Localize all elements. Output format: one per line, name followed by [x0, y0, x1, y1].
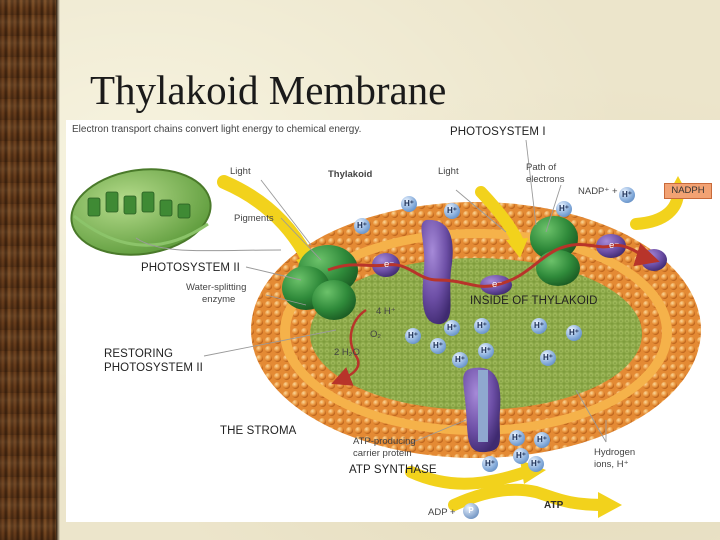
- hydrogen-ion-icon: H⁺: [528, 456, 544, 472]
- hydrogen-ion-icon: H⁺: [482, 456, 498, 472]
- phosphate-icon: P: [463, 503, 479, 519]
- leader-lines: [203, 139, 607, 446]
- label-the-stroma: THE STROMA: [220, 425, 297, 437]
- label-electrons: electrons: [526, 174, 565, 185]
- label-atp: ATP: [544, 500, 564, 511]
- label-ions-h-plus: ions, H⁺: [594, 459, 629, 470]
- slide-title: Thylakoid Membrane: [90, 67, 447, 113]
- label-hydrogen: Hydrogen: [594, 447, 636, 458]
- label-atp-synthase: ATP SYNTHASE: [349, 464, 437, 476]
- label-carrier-protein: carrier protein: [353, 448, 412, 459]
- label-light-left: Light: [230, 166, 251, 177]
- hydrogen-ion-icon: H⁺: [556, 201, 572, 217]
- hydrogen-ion-icon: H⁺: [452, 352, 468, 368]
- label-pigments: Pigments: [234, 213, 274, 224]
- label-path-of: Path of: [526, 162, 557, 173]
- hydrogen-ion-icon: H⁺: [619, 187, 635, 203]
- label-enzyme: enzyme: [202, 294, 236, 305]
- label-restoring: RESTORING: [104, 348, 174, 360]
- hydrogen-ion-icon: H⁺: [444, 203, 460, 219]
- hydrogen-ion-icon: H⁺: [566, 325, 582, 341]
- electron-marker: e⁻: [384, 259, 395, 270]
- hydrogen-ion-icon: H⁺: [531, 318, 547, 334]
- hydrogen-ion-icon: H⁺: [354, 218, 370, 234]
- hydrogen-ion-icon: H⁺: [474, 318, 490, 334]
- chloroplast-illustration: [70, 168, 282, 256]
- hydrogen-ion-icon: H⁺: [444, 320, 460, 336]
- hydrogen-ion-icon: H⁺: [405, 328, 421, 344]
- label-nadp-plus: NADP⁺ +: [578, 186, 618, 197]
- hydrogen-ion-icon: H⁺: [540, 350, 556, 366]
- label-water-splitting: Water-splitting: [186, 282, 247, 293]
- label-4-h-plus: 4 H⁺: [376, 306, 396, 317]
- wood-border-shadow: [56, 0, 60, 540]
- hydrogen-ion-icon: H⁺: [509, 430, 525, 446]
- electron-path: [327, 243, 660, 386]
- thylakoid-diagram: Electron transport chains convert light …: [66, 120, 720, 522]
- label-2-h2o: 2 H₂O: [334, 347, 360, 358]
- electron-marker: e⁻: [492, 279, 503, 290]
- label-photosystem-i: PHOTOSYSTEM I: [450, 126, 546, 138]
- hydrogen-ion-icon: H⁺: [430, 338, 446, 354]
- hydrogen-ion-icon: H⁺: [478, 343, 494, 359]
- label-photosystem-ii: PHOTOSYSTEM II: [141, 262, 240, 274]
- label-o2: O₂: [370, 329, 382, 340]
- label-inside-of-thylakoid: INSIDE OF THYLAKOID: [470, 295, 598, 307]
- hydrogen-ion-icon: H⁺: [401, 196, 417, 212]
- wood-border: [0, 0, 56, 540]
- label-light-right: Light: [438, 166, 459, 177]
- hydrogen-ion-icon: H⁺: [534, 432, 550, 448]
- diagram-caption: Electron transport chains convert light …: [72, 124, 362, 135]
- nadph-box: NADPH: [664, 183, 712, 199]
- label-restoring-photosystem-ii: PHOTOSYSTEM II: [104, 362, 203, 374]
- photosystem-i-complex: [530, 216, 580, 286]
- label-atp-producing: ATP-producing: [353, 436, 416, 447]
- electron-marker: e⁻: [609, 240, 620, 251]
- label-adp-plus: ADP +: [428, 507, 456, 518]
- atp-formation-arrow: [448, 483, 622, 518]
- label-thylakoid: Thylakoid: [328, 169, 373, 180]
- hydrogen-ion-icon: H⁺: [513, 448, 529, 464]
- atp-synthase-complex: [463, 367, 501, 453]
